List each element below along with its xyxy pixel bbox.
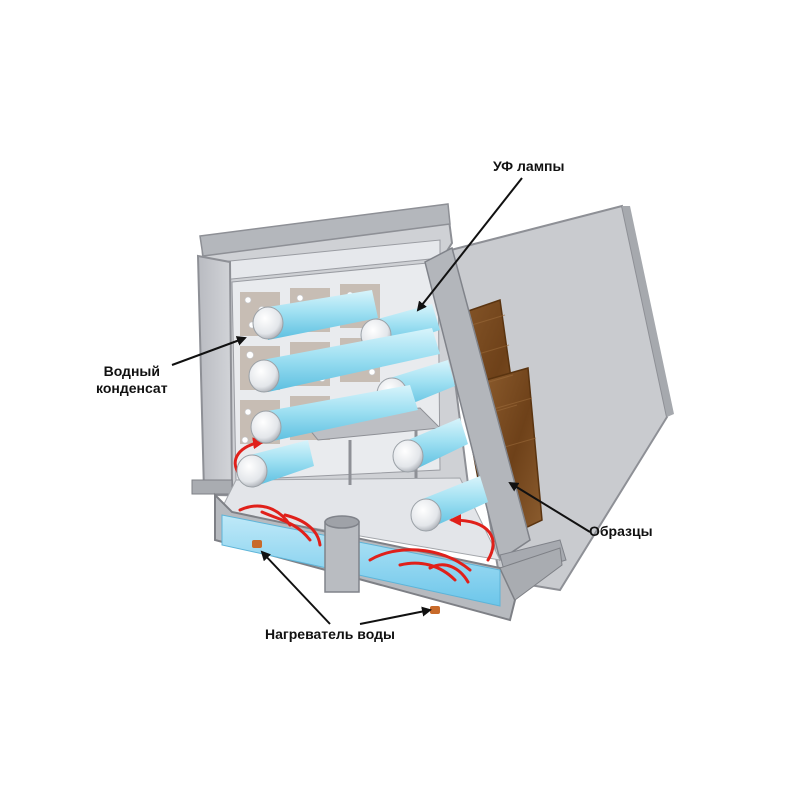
uv-lamps-label: УФ лампы [493,158,565,174]
uv-lamp-tube-icon [252,290,378,340]
callout-lines [171,177,591,625]
heat-flow-arrow-icon [428,563,470,584]
heat-flow-arrow-icon [368,548,472,572]
uv-lamp-tube-icon [410,476,488,532]
uv-lamp-tube-icon [250,385,418,444]
drain-pipe [324,515,360,593]
heat-flow-arrow-icon [283,513,322,547]
water-condensate-label-line2: конденсат [96,380,168,396]
water-condensate-label-line1: Водный [103,363,160,379]
uv-lamp-tube-icon [236,440,314,488]
heater-leader-right [359,606,432,625]
samples-label: Образцы [589,523,653,539]
heat-flow-arrow-icon [260,510,312,542]
left-side-wall [191,254,234,495]
uv-lamp-tube-icon [248,328,440,393]
uv-lamp-tube-icon [392,418,468,473]
heat-flow-arrows [233,437,495,584]
condensate-leader [171,336,247,366]
water-heater-label: Нагреватель воды [265,626,395,642]
heat-flow-arrow-icon [398,561,457,582]
samples-leader [508,481,591,533]
heater-leader-left [260,550,331,625]
uv-lamps [236,290,488,532]
water-condensate-label: Водный конденсат [96,363,168,397]
uv-lamps-leader [416,177,523,312]
heater-element-icon [252,540,440,614]
heat-flow-arrow-icon [449,514,495,562]
